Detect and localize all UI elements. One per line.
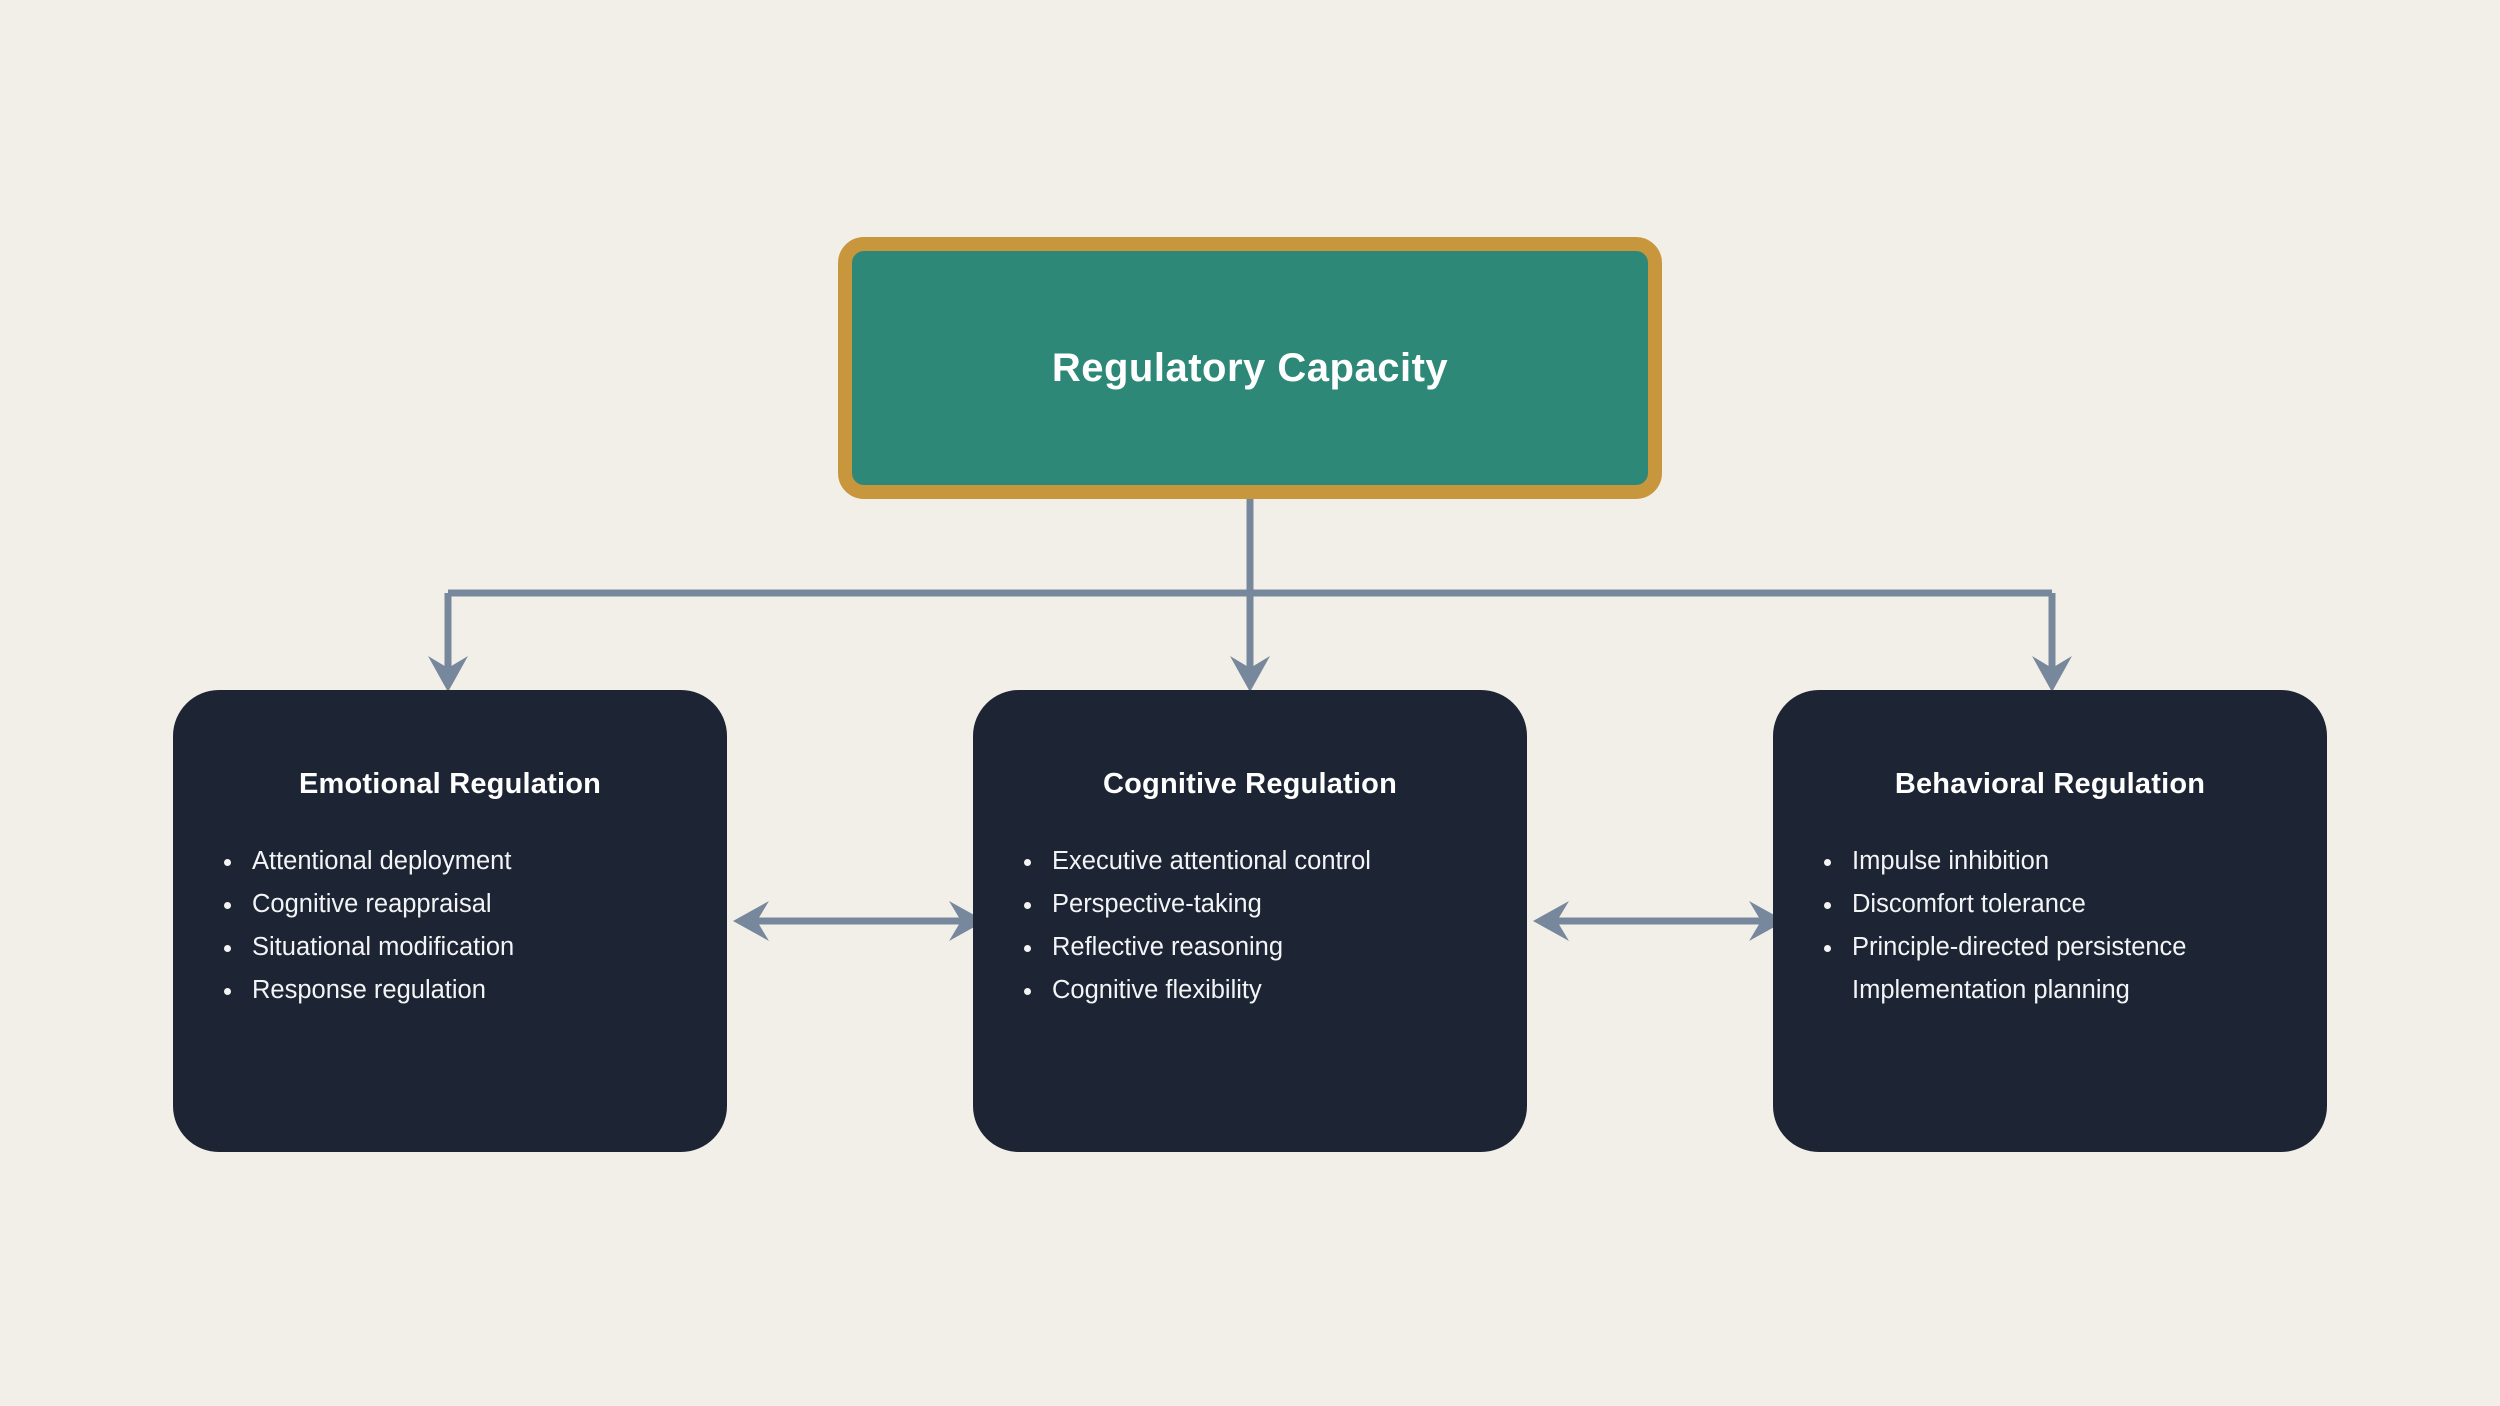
arrowhead-down-left: [428, 656, 468, 692]
list-item: Response regulation: [222, 969, 709, 1012]
arrowhead-sibling-1-left: [733, 901, 769, 941]
list-item: Impulse inhibition: [1822, 840, 2309, 883]
list-item: Perspective-taking: [1022, 883, 1509, 926]
card-item-list: Executive attentional control Perspectiv…: [973, 840, 1527, 1012]
arrowhead-sibling-2-left: [1533, 901, 1569, 941]
list-item: Cognitive flexibility: [1022, 969, 1509, 1012]
card-emotional-regulation[interactable]: Emotional Regulation Attentional deploym…: [173, 690, 727, 1152]
list-item: Principle-directed persistence: [1822, 926, 2309, 969]
root-node-title: Regulatory Capacity: [1051, 346, 1449, 390]
card-item-list: Attentional deployment Cognitive reappra…: [173, 840, 727, 1012]
card-title: Cognitive Regulation: [1103, 768, 1397, 800]
list-item: Discomfort tolerance: [1822, 883, 2309, 926]
card-cognitive-regulation[interactable]: Cognitive Regulation Executive attention…: [973, 690, 1527, 1152]
list-item: Reflective reasoning: [1022, 926, 1509, 969]
list-item: Executive attentional control: [1022, 840, 1509, 883]
list-item: Cognitive reappraisal: [222, 883, 709, 926]
card-behavioral-regulation[interactable]: Behavioral Regulation Impulse inhibition…: [1773, 690, 2327, 1152]
card-title: Behavioral Regulation: [1894, 768, 2206, 800]
arrowhead-down-middle: [1230, 656, 1270, 692]
root-node-regulatory-capacity[interactable]: Regulatory Capacity: [838, 237, 1662, 499]
list-item: Implementation planning: [1852, 976, 2130, 1005]
arrowhead-down-right: [2032, 656, 2072, 692]
list-item: Attentional deployment: [222, 840, 709, 883]
list-item: Situational modification: [222, 926, 709, 969]
card-item-list: Impulse inhibition Discomfort tolerance …: [1773, 840, 2327, 1012]
card-title: Emotional Regulation: [298, 768, 602, 800]
